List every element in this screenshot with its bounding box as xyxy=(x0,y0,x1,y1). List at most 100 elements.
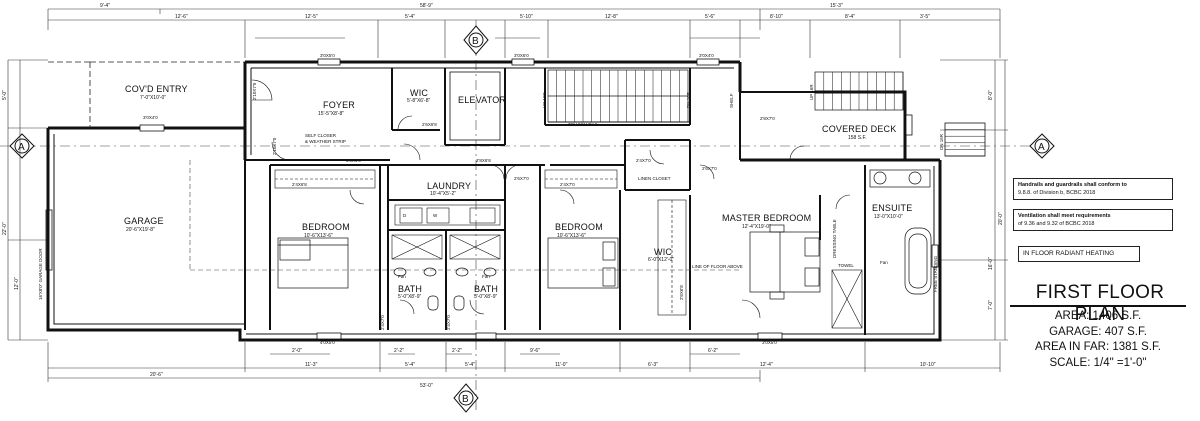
exterior-stair xyxy=(944,122,986,157)
dim-top-3: 5'-10" xyxy=(520,14,533,20)
door-tag-5: 2'8X6'8 xyxy=(476,158,491,163)
door-tag-10: 2'4X7'0 xyxy=(636,158,651,163)
room-foyer: FOYER xyxy=(323,100,355,110)
room-ensuite: ENSUITE xyxy=(872,203,912,213)
label-dn-ext: DN 16R xyxy=(939,133,944,150)
room-bedroom-1: BEDROOM xyxy=(302,222,350,232)
note-ventilation-body: of 9.36 and 9.32 of BCBC 2018 xyxy=(1018,221,1095,227)
dim-bottom-small-1: 2'-2" xyxy=(394,348,404,354)
dim-left-1: 22'-0" xyxy=(2,222,8,235)
dim-right-3: 7'-0" xyxy=(988,300,994,310)
note-ventilation: Ventilation shall meet requirements of 9… xyxy=(1013,209,1173,231)
dim-top-0: 12'-6" xyxy=(175,14,188,20)
dim-left-2: 12'-0" xyxy=(14,277,20,290)
door-tag-8: 2'4X7'0 xyxy=(560,182,575,187)
section-marker-a-right: A xyxy=(1029,133,1055,159)
room-bedroom-1-area: 10'-6"X13'-6" xyxy=(304,233,333,239)
room-master-area: 12'-4"X19'-0" xyxy=(742,224,771,230)
room-foyer-area: 15'-5"X8'-8" xyxy=(318,111,344,117)
dim-top-4: 12'-8" xyxy=(605,14,618,20)
dim-bottom-small-3: 9'-6" xyxy=(530,348,540,354)
window-tag-0: 3'0X5'0 xyxy=(320,53,335,58)
section-a-label-right: A xyxy=(1038,142,1045,153)
label-fan-2: Fan xyxy=(482,274,490,279)
window-tag-4: 4'0X5'0 xyxy=(320,340,335,345)
room-labels: COV'D ENTRY 7'-0"X10'-0" FOYER 15'-5"X8'… xyxy=(38,84,944,300)
room-covered-deck-area: 158 S.F. xyxy=(848,135,866,141)
door-window-tags: 2'10X7'0 2'6X6'8 2'10X7'0 2'4X6'8 3'0X6'… xyxy=(143,53,777,345)
dim-top-right: 15'-3" xyxy=(830,3,843,9)
dim-overall-top: 58'-9" xyxy=(420,3,433,9)
door-tag-0: 2'10X7'0 xyxy=(252,82,257,100)
dim-bottom-0: 11'-3" xyxy=(305,362,318,368)
label-washer: W xyxy=(433,213,438,218)
window-tag-5: 3'0X5'0 xyxy=(762,340,777,345)
door-tag-7: 2'4X7'0 xyxy=(446,315,451,330)
plan-title-underline xyxy=(1010,305,1186,307)
section-marker-b-bottom: B xyxy=(453,383,479,413)
label-shelf: SHELF xyxy=(729,93,734,108)
label-free-standing: FREE STANDING xyxy=(933,255,938,292)
dim-top-6: 8'-10" xyxy=(770,14,783,20)
stat-area: AREA: 1406 S.F. xyxy=(1054,310,1142,322)
room-wic-master-area: 6'-0"X12'-0" xyxy=(648,257,674,263)
left-dimensions xyxy=(7,59,48,341)
door-tag-11: 2'6X7'0 xyxy=(702,166,717,171)
room-covd-entry-area: 7'-0"X10'-0" xyxy=(140,95,166,101)
stat-far: AREA IN FAR: 1381 S.F. xyxy=(1035,341,1161,353)
bath-showers xyxy=(391,234,863,329)
note-radiant-text: IN FLOOR RADIANT HEATING xyxy=(1023,250,1115,257)
door-tag-3: 2'4X6'8 xyxy=(292,182,307,187)
label-weather-strip: & WEATHER STRIP xyxy=(305,139,346,144)
label-fan-3: Fan xyxy=(880,260,888,265)
dim-bottom-2: 5'-4" xyxy=(465,362,475,368)
door-tag-9: 2'6X7'0 xyxy=(514,176,529,181)
windows xyxy=(45,58,939,340)
label-dressing-table: DRESSING TABLE xyxy=(832,219,837,258)
door-tag-6: 2'4X7'0 xyxy=(380,315,385,330)
label-high-rail: 39" HIGH RAIL xyxy=(568,122,599,127)
section-a-label-left: A xyxy=(18,142,25,153)
room-covered-deck: COVERED DECK xyxy=(822,124,896,134)
note-handrails: Handrails and guardrails shall conform t… xyxy=(1013,178,1173,200)
room-garage: GARAGE xyxy=(124,216,164,226)
window-tag-1: 3'0X6'0 xyxy=(514,53,529,58)
exterior-stair-treads xyxy=(945,129,985,157)
window-tag-2: 3'0X4'0 xyxy=(699,53,714,58)
note-ventilation-title: Ventilation shall meet requirements xyxy=(1018,213,1111,219)
room-linen: LINEN CLOSET xyxy=(638,176,671,181)
room-laundry-area: 10'-4"X5'-2" xyxy=(430,191,456,197)
dim-bottom-4: 6'-3" xyxy=(648,362,658,368)
door-tag-4: 3'0X6'8 xyxy=(346,158,361,163)
room-elevator: ELEVATOR xyxy=(458,95,506,105)
room-garage-area: 20'-6"X19'-8" xyxy=(126,227,155,233)
dim-top-2: 5'-4" xyxy=(405,14,415,20)
exterior-walls-inner xyxy=(53,67,935,335)
top-dimension-text: 9'-4" 58'-9" 15'-3" 12'-6" 12'-5" 5'-4" … xyxy=(100,3,930,20)
stat-scale: SCALE: 1/4" =1'-0" xyxy=(1049,357,1147,369)
label-up-stair: UP 16R xyxy=(542,92,547,108)
room-bath-2: BATH xyxy=(474,284,498,294)
plan-title: FIRST FLOOR PLAN xyxy=(1035,282,1165,325)
dim-right-0: 8'-0" xyxy=(988,90,994,100)
floor-above-line xyxy=(189,160,740,271)
label-dryer: D xyxy=(403,213,407,218)
door-tag-13: 2'6X6'8 xyxy=(679,285,684,300)
label-towel: TOWEL xyxy=(838,263,854,268)
note-radiant-heating: IN FLOOR RADIANT HEATING xyxy=(1018,246,1140,262)
section-marker-a-left: A xyxy=(0,133,1030,159)
label-self-closer: SELF CLOSER xyxy=(305,133,337,138)
dim-overall-bottom: 53'-0" xyxy=(420,383,433,389)
dim-bottom-1: 5'-4" xyxy=(405,362,415,368)
room-covd-entry: COV'D ENTRY xyxy=(125,84,188,94)
dim-right-2: 16'-0" xyxy=(988,257,994,270)
room-wic-top: WIC xyxy=(410,88,428,98)
dim-top-left: 9'-4" xyxy=(100,3,110,9)
note-handrails-title: Handrails and guardrails shall conform t… xyxy=(1018,182,1127,188)
interior-walls xyxy=(244,68,866,335)
room-bedroom-2: BEDROOM xyxy=(555,222,603,232)
bottom-dimension-text: 20'-6" 53'-0" 11'-3" 5'-4" 5'-4" 11'-0" … xyxy=(150,348,936,389)
stat-garage: GARAGE: 407 S.F. xyxy=(1049,326,1147,338)
